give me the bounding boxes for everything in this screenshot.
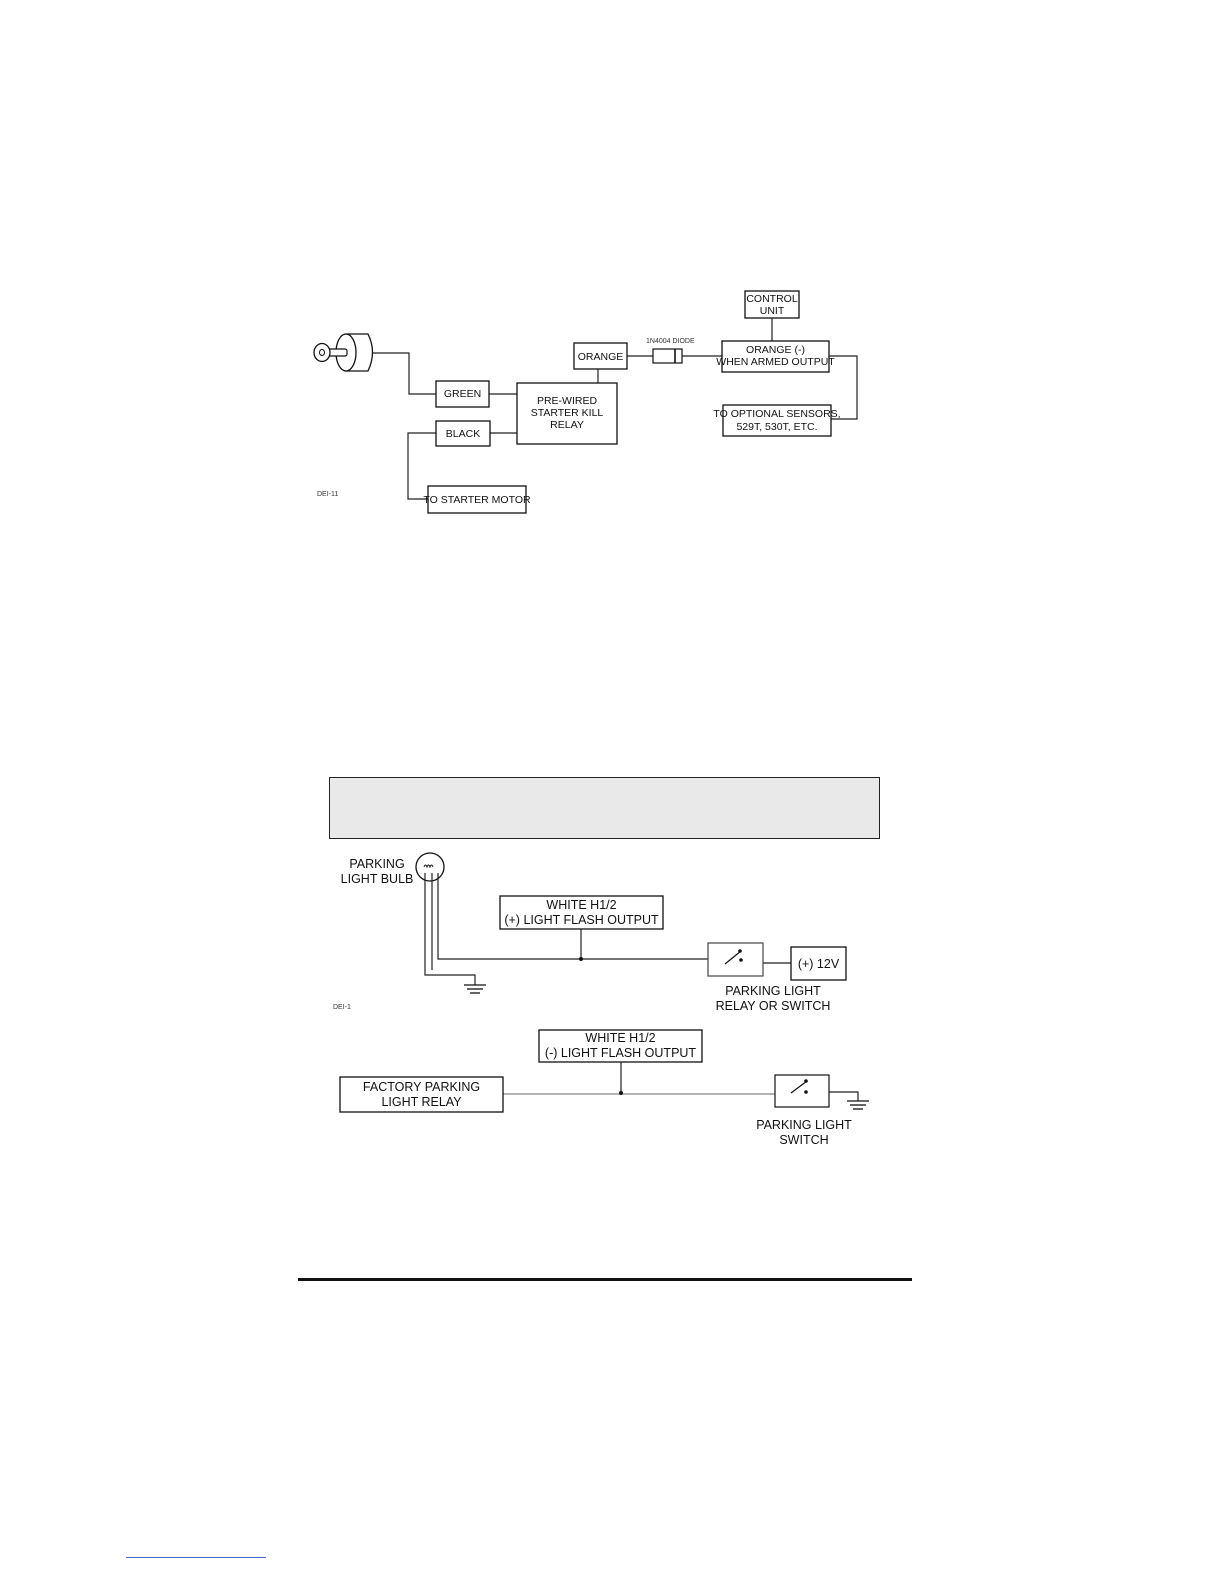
factory-parking-relay-box: FACTORY PARKING LIGHT RELAY	[339, 1076, 504, 1113]
page-link-underline[interactable]	[126, 1557, 266, 1558]
note-banner	[329, 777, 880, 839]
svg-text:TO OPTIONAL SENSORS,: TO OPTIONAL SENSORS,	[713, 408, 840, 420]
svg-text:WHITE H1/2: WHITE H1/2	[585, 1031, 655, 1045]
svg-text:(+) LIGHT FLASH OUTPUT: (+) LIGHT FLASH OUTPUT	[504, 913, 659, 927]
white-negative-output-box: WHITE H1/2 (-) LIGHT FLASH OUTPUT	[538, 1029, 703, 1063]
relay-switch-label-line1: PARKING LIGHT	[725, 984, 821, 998]
ignition-key-icon	[313, 333, 374, 372]
svg-text:UNIT: UNIT	[760, 305, 785, 317]
svg-text:FACTORY PARKING: FACTORY PARKING	[363, 1080, 480, 1094]
svg-text:GREEN: GREEN	[444, 388, 481, 400]
svg-text:BLACK: BLACK	[446, 428, 480, 440]
parking-light-relay-switch-icon	[707, 942, 764, 977]
optional-sensors-box: TO OPTIONAL SENSORS, 529T, 530T, ETC.	[713, 404, 841, 437]
svg-text:ORANGE: ORANGE	[578, 351, 624, 363]
figure-code-2: DEI-1	[333, 1004, 351, 1011]
svg-text:CONTROL: CONTROL	[746, 293, 797, 305]
figure-code-1: DEI-11	[317, 491, 338, 498]
starter-kill-relay-box: PRE-WIRED STARTER KILL RELAY	[516, 382, 618, 445]
green-wire-box: GREEN	[435, 380, 490, 408]
parking-light-bulb-icon	[415, 852, 445, 882]
svg-text:(-) LIGHT FLASH OUTPUT: (-) LIGHT FLASH OUTPUT	[545, 1046, 697, 1060]
svg-text:RELAY: RELAY	[550, 419, 584, 431]
parking-light-switch-icon	[774, 1074, 830, 1108]
orange-wire-box: ORANGE	[573, 342, 628, 370]
bulb-label-line2: LIGHT BULB	[341, 872, 414, 886]
starter-kill-diagram: 1N4004 DIODE CONTROL UNIT ORANGE ORANGE …	[313, 290, 858, 514]
svg-text:529T, 530T, ETC.: 529T, 530T, ETC.	[736, 421, 817, 433]
twelve-volt-box: (+) 12V	[790, 946, 847, 981]
control-unit-box: CONTROL UNIT	[744, 290, 800, 319]
positive-light-flash-diagram: PARKING LIGHT BULB WHITE H1/2 (+) LIGHT …	[333, 852, 847, 1013]
switch-label-line1: PARKING LIGHT	[756, 1118, 852, 1132]
svg-text:PRE-WIRED: PRE-WIRED	[537, 395, 598, 407]
starter-motor-box: TO STARTER MOTOR	[423, 485, 531, 514]
svg-text:STARTER KILL: STARTER KILL	[531, 407, 604, 419]
svg-text:LIGHT RELAY: LIGHT RELAY	[381, 1095, 462, 1109]
orange-output-box: ORANGE (-) WHEN ARMED OUTPUT	[716, 340, 835, 373]
ground-icon	[847, 1100, 869, 1110]
svg-text:WHEN ARMED OUTPUT: WHEN ARMED OUTPUT	[716, 356, 835, 368]
bulb-label-line1: PARKING	[349, 857, 404, 871]
svg-text:WHITE H1/2: WHITE H1/2	[546, 898, 616, 912]
diode-label: 1N4004 DIODE	[646, 338, 695, 345]
switch-label-line2: SWITCH	[779, 1133, 828, 1147]
svg-text:ORANGE (-): ORANGE (-)	[746, 344, 805, 356]
diode-icon	[652, 348, 683, 364]
svg-text:TO STARTER MOTOR: TO STARTER MOTOR	[423, 494, 531, 506]
negative-light-flash-diagram: WHITE H1/2 (-) LIGHT FLASH OUTPUT FACTOR…	[339, 1029, 869, 1147]
ground-icon	[464, 984, 486, 994]
white-positive-output-box: WHITE H1/2 (+) LIGHT FLASH OUTPUT	[499, 895, 664, 930]
relay-switch-label-line2: RELAY OR SWITCH	[716, 999, 831, 1013]
svg-text:(+) 12V: (+) 12V	[798, 957, 840, 971]
black-wire-box: BLACK	[435, 420, 491, 447]
footer-rule	[298, 1278, 912, 1281]
